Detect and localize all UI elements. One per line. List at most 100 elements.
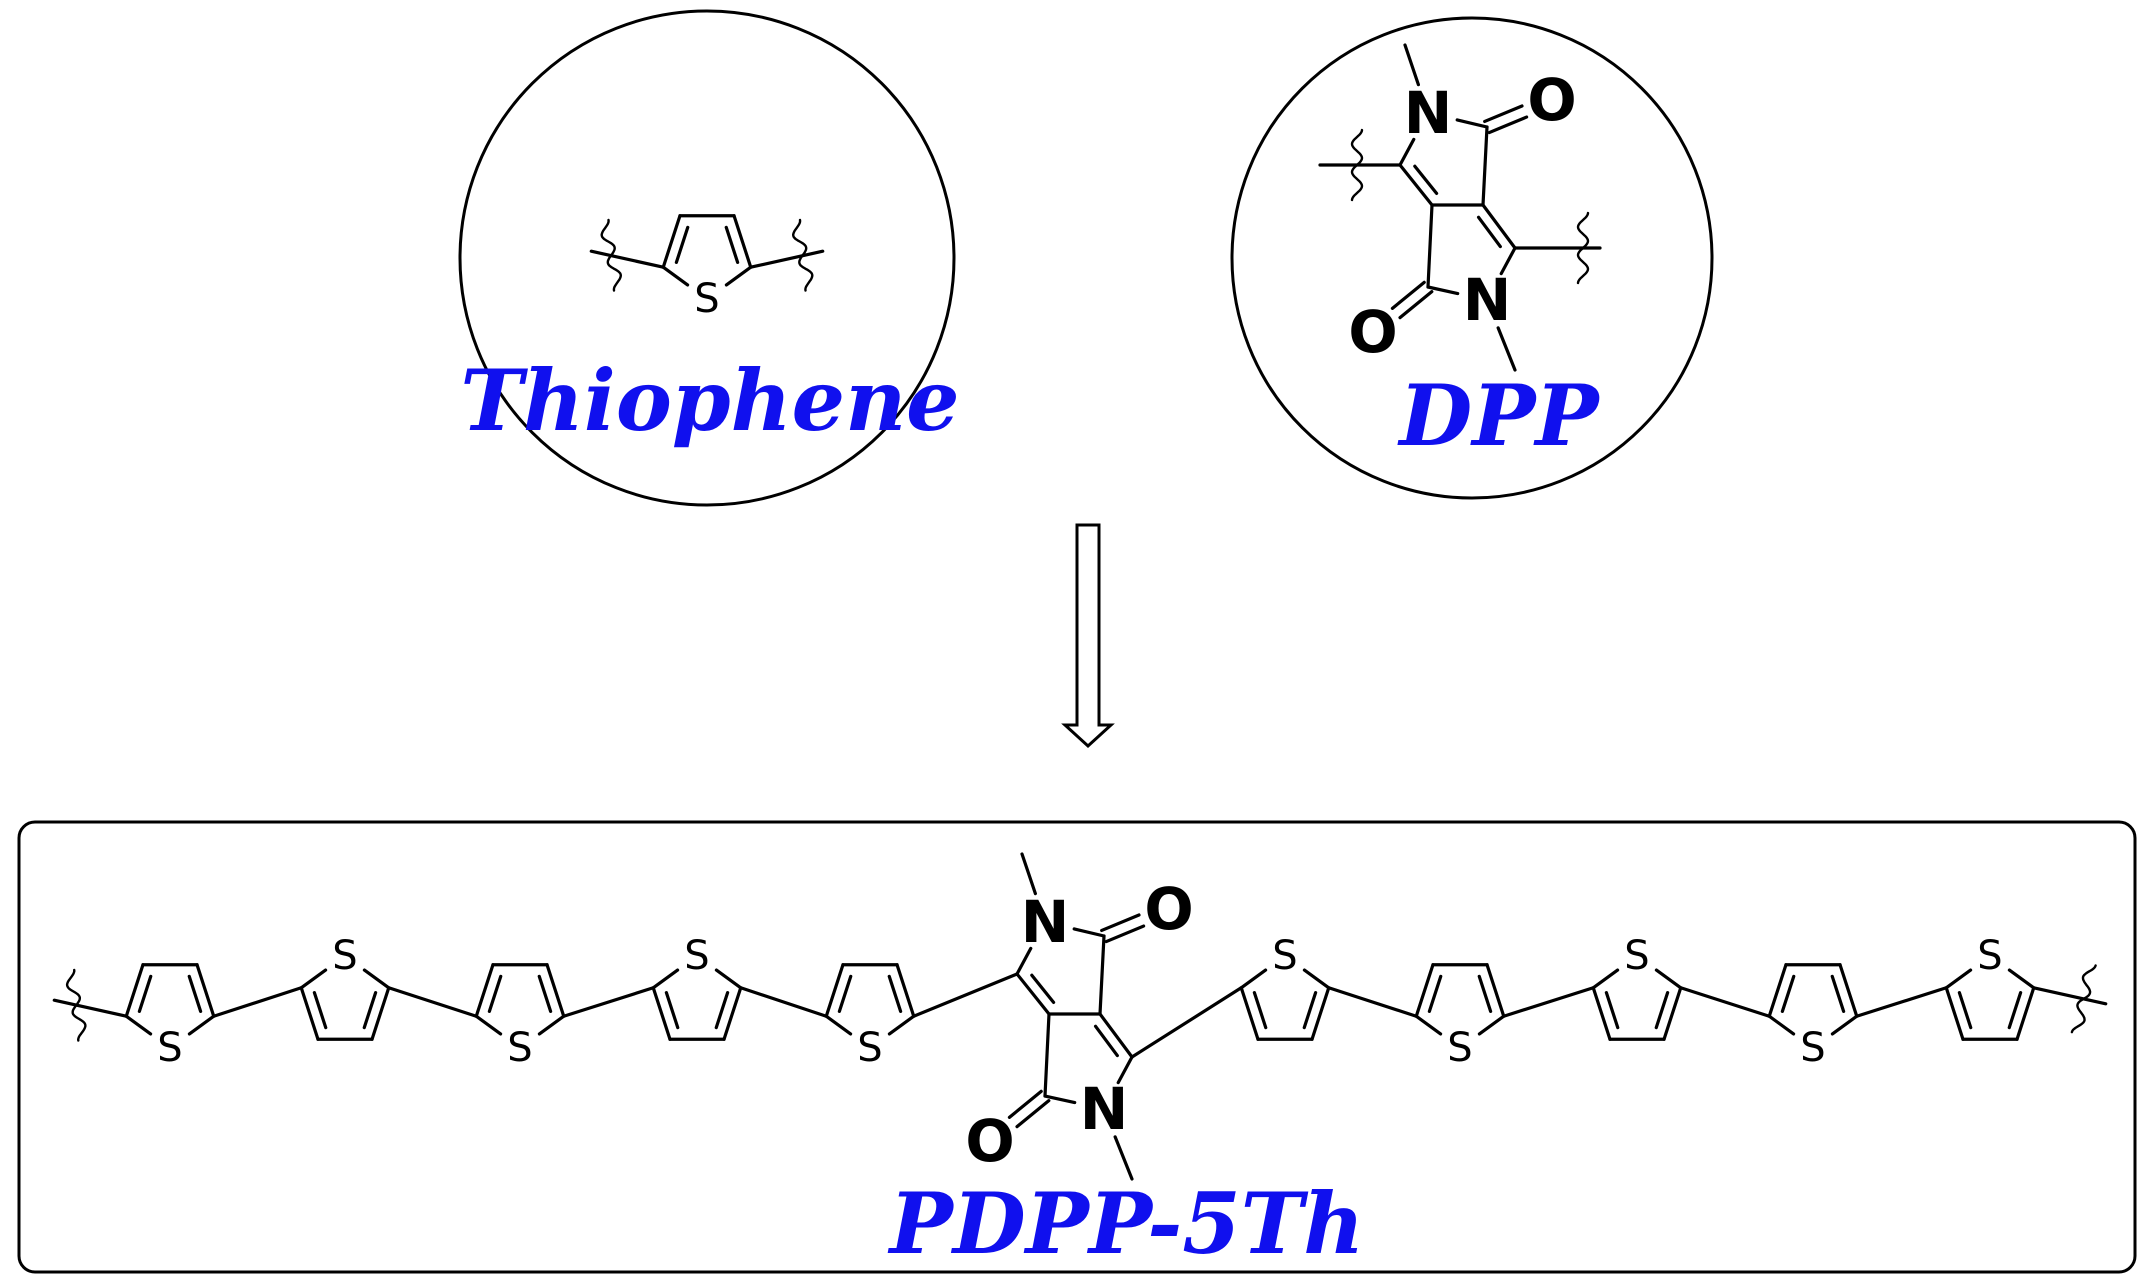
atom-sulfur: S — [1447, 1025, 1472, 1071]
bond-double — [1604, 991, 1620, 1030]
label-product: PDPP-5Th — [888, 1174, 1365, 1273]
polymer-thiophene-bond — [1414, 963, 1435, 1018]
atom-sulfur: S — [157, 1025, 182, 1071]
bond-double — [674, 225, 690, 264]
polymer-thiophene-bond — [124, 1014, 153, 1036]
atom-sulfur: S — [694, 276, 719, 322]
bond-double — [1252, 991, 1268, 1030]
dpp-monomer-carbonyl — [1487, 115, 1529, 135]
bond-double — [1957, 991, 1973, 1030]
atom-sulfur: S — [1624, 933, 1649, 979]
bond-double — [1830, 974, 1846, 1013]
bonds — [52, 43, 2108, 1181]
atom-sulfur: S — [1977, 933, 2002, 979]
polymer-thiophene-bond — [722, 986, 743, 1041]
polymer-thiophene-bond — [1477, 1014, 1506, 1036]
wavy-bond — [1576, 211, 1590, 285]
polymer-thiophene-bond — [1239, 968, 1268, 990]
polymer-thiophene-bond — [2007, 968, 2036, 990]
atom-oxygen: O — [1348, 298, 1397, 366]
bond-double — [1427, 974, 1443, 1013]
bond-double — [1476, 215, 1502, 249]
polymer-thiophene-bond — [824, 963, 845, 1018]
bond-double — [362, 991, 378, 1030]
dpp-polymer-bond — [1043, 1012, 1051, 1098]
wavy-bond — [65, 968, 87, 1042]
polymer-thiophene-bond — [1591, 986, 1612, 1041]
polymer-thiophene-bond — [362, 968, 391, 990]
thiophene-monomer-bond — [732, 214, 753, 269]
dpp-polymer-methyl — [1113, 1135, 1134, 1181]
atom-nitrogen: N — [1080, 1075, 1129, 1143]
atom-sulfur: S — [507, 1025, 532, 1071]
inter-ring-bond — [1855, 986, 1948, 1018]
dpp-monomer-bond — [1426, 203, 1434, 289]
dpp-monomer-bond — [1481, 125, 1489, 207]
bond-double — [487, 974, 503, 1013]
polymer-thiophene-bond — [824, 1014, 853, 1036]
polymer-thiophene-bond — [1654, 968, 1683, 990]
bond — [749, 249, 825, 269]
bond-double — [887, 974, 903, 1013]
polymer-thiophene-bond — [714, 968, 743, 990]
inter-ring-bond — [1130, 986, 1243, 1059]
polymer-thiophene-bond — [1830, 1014, 1859, 1036]
dpp-polymer-bond — [1015, 946, 1033, 976]
end-bond — [52, 998, 128, 1018]
atom-oxygen: O — [965, 1107, 1014, 1175]
wavy-bond — [2070, 964, 2097, 1034]
bond — [589, 249, 665, 269]
bond-double — [664, 991, 680, 1030]
reaction-arrow — [1061, 523, 1115, 749]
atom-nitrogen: N — [1404, 79, 1453, 147]
polymer-thiophene-bond — [124, 963, 145, 1018]
bond-double — [1413, 164, 1439, 196]
dpp-polymer-bond — [1072, 927, 1106, 938]
bond-double — [137, 974, 153, 1013]
dpp-polymer-carbonyl — [1104, 924, 1146, 944]
polymer-thiophene-bond — [651, 986, 672, 1041]
dpp-polymer-bond — [1098, 934, 1106, 1016]
polymer-thiophene-bond — [187, 1014, 216, 1036]
polymer-thiophene-bond — [1591, 968, 1620, 990]
inter-ring-bond — [1327, 986, 1418, 1018]
dpp-monomer-methyl — [1496, 326, 1517, 372]
wavy-bond — [1350, 128, 1364, 202]
polymer-thiophene-bond — [1944, 968, 1973, 990]
dpp-monomer-methyl — [1403, 43, 1420, 87]
inter-ring-bond — [387, 986, 478, 1018]
inter-ring-bond — [1502, 986, 1595, 1018]
polymer-thiophene-bond — [1239, 986, 1260, 1041]
polymer-thiophene-bond — [895, 963, 916, 1018]
polymer-thiophene-bond — [1302, 968, 1331, 990]
polymer-thiophene-bond — [1767, 1014, 1796, 1036]
bond-double — [2007, 991, 2023, 1030]
polymer-thiophene-bond — [887, 1014, 916, 1036]
dpp-polymer-bond — [1098, 1012, 1134, 1059]
inter-ring-bond — [912, 972, 1019, 1018]
atom-nitrogen: N — [1021, 888, 1070, 956]
bond-double — [1477, 974, 1493, 1013]
bond-double — [1030, 973, 1056, 1005]
inter-ring-bond — [1679, 986, 1771, 1018]
dpp-circle — [1230, 16, 1714, 500]
dpp-monomer-bond — [1455, 118, 1489, 129]
wavy-bond — [791, 218, 814, 292]
polymer-thiophene-bond — [1767, 963, 1788, 1018]
bond-double — [1302, 991, 1318, 1030]
atom-sulfur: S — [857, 1025, 882, 1071]
inter-ring-bond — [212, 986, 303, 1018]
atom-sulfur: S — [1272, 933, 1297, 979]
polymer-thiophene-bond — [299, 986, 320, 1041]
bond-double — [187, 974, 203, 1013]
atom-sulfur: S — [684, 933, 709, 979]
bond-double — [537, 974, 553, 1013]
label-dpp: DPP — [1397, 366, 1601, 465]
dpp-monomer-bond — [1426, 285, 1460, 296]
polymer-thiophene-bond — [474, 963, 495, 1018]
polymer-thiophene-bond — [1662, 986, 1683, 1041]
bond-double — [837, 974, 853, 1013]
dpp-polymer-carbonyl — [1007, 1089, 1043, 1119]
bond-double — [312, 991, 328, 1030]
dpp-polymer-carbonyl — [1100, 913, 1141, 933]
